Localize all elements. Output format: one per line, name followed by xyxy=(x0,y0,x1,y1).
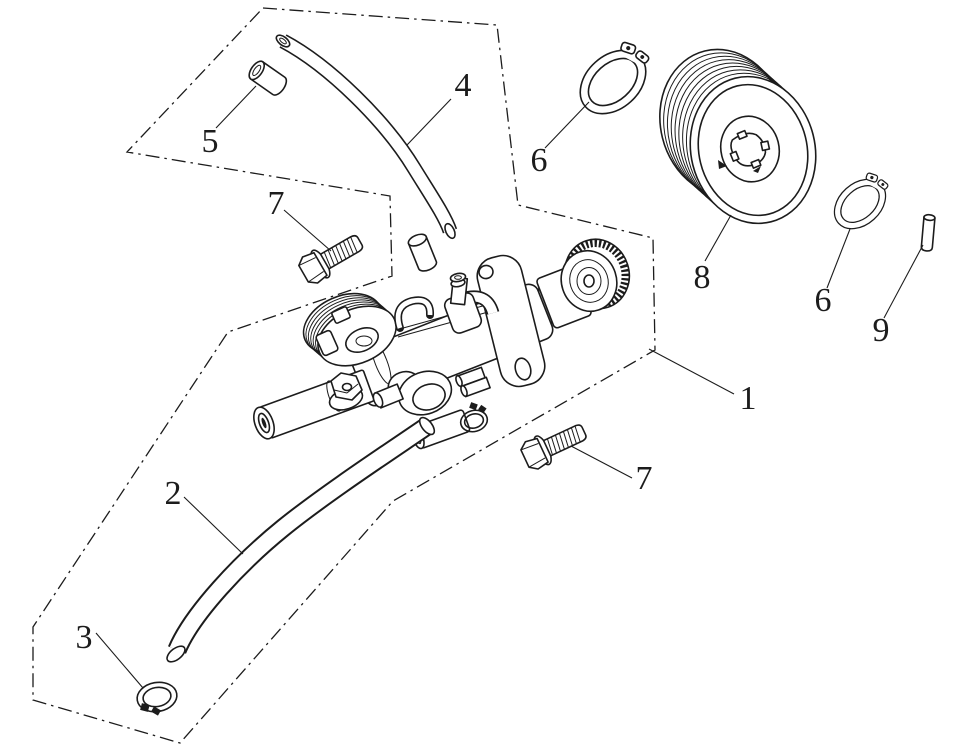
part-1-pump-assembly xyxy=(253,238,631,450)
part-8-pulley xyxy=(659,48,817,225)
callout-5: 5 xyxy=(202,123,219,160)
flange-top-hole xyxy=(478,264,494,280)
flange-slot-hole xyxy=(514,357,532,381)
worm-wheel xyxy=(302,292,397,367)
callout-9: 9 xyxy=(873,312,890,349)
callout-3: 3 xyxy=(76,619,93,656)
callout-8: 8 xyxy=(694,259,711,296)
leader-line-7-lower xyxy=(570,445,633,479)
banjo-bolt xyxy=(328,372,364,411)
leader-line-7-upper xyxy=(283,209,332,252)
part-7-bolt-lower xyxy=(517,416,592,474)
leader-line-1 xyxy=(648,348,735,395)
leader-line-6-left xyxy=(544,101,590,149)
nipple-fittings xyxy=(455,366,491,398)
callout-4: 4 xyxy=(455,67,472,104)
part-2-outlet-hose xyxy=(166,416,436,663)
elbow-fitting xyxy=(443,272,500,334)
callout-2: 2 xyxy=(165,475,182,512)
shaft-rails xyxy=(395,301,500,338)
leader-line-4 xyxy=(406,98,452,146)
part-6-circlip-right xyxy=(824,165,900,240)
part-5-bushing xyxy=(248,60,288,96)
mounting-flange xyxy=(476,254,546,388)
part-3-hose-clamp xyxy=(136,681,178,716)
callout-6-left: 6 xyxy=(531,142,548,179)
leader-line-3 xyxy=(95,632,144,689)
callout-7-upper: 7 xyxy=(268,185,285,222)
bushing-small xyxy=(407,233,438,272)
leader-line-2 xyxy=(183,496,244,555)
leader-line-6-right xyxy=(826,228,851,289)
hook-strap xyxy=(394,296,435,332)
callout-1: 1 xyxy=(740,380,757,417)
hose-open-end xyxy=(275,34,291,48)
hose-clamp-small xyxy=(459,402,489,433)
part-7-bolt-upper xyxy=(295,227,369,288)
callout-6-right: 6 xyxy=(815,282,832,319)
callout-7-lower: 7 xyxy=(636,460,653,497)
drive-gear xyxy=(560,238,631,313)
part-4-inlet-hose xyxy=(275,34,458,240)
body-bosses xyxy=(372,370,453,416)
leader-line-9 xyxy=(883,244,924,319)
hose-open-end xyxy=(418,416,436,436)
part-6-circlip-left xyxy=(566,32,664,128)
leader-line-8 xyxy=(704,214,732,262)
leader-line-5 xyxy=(215,85,257,129)
